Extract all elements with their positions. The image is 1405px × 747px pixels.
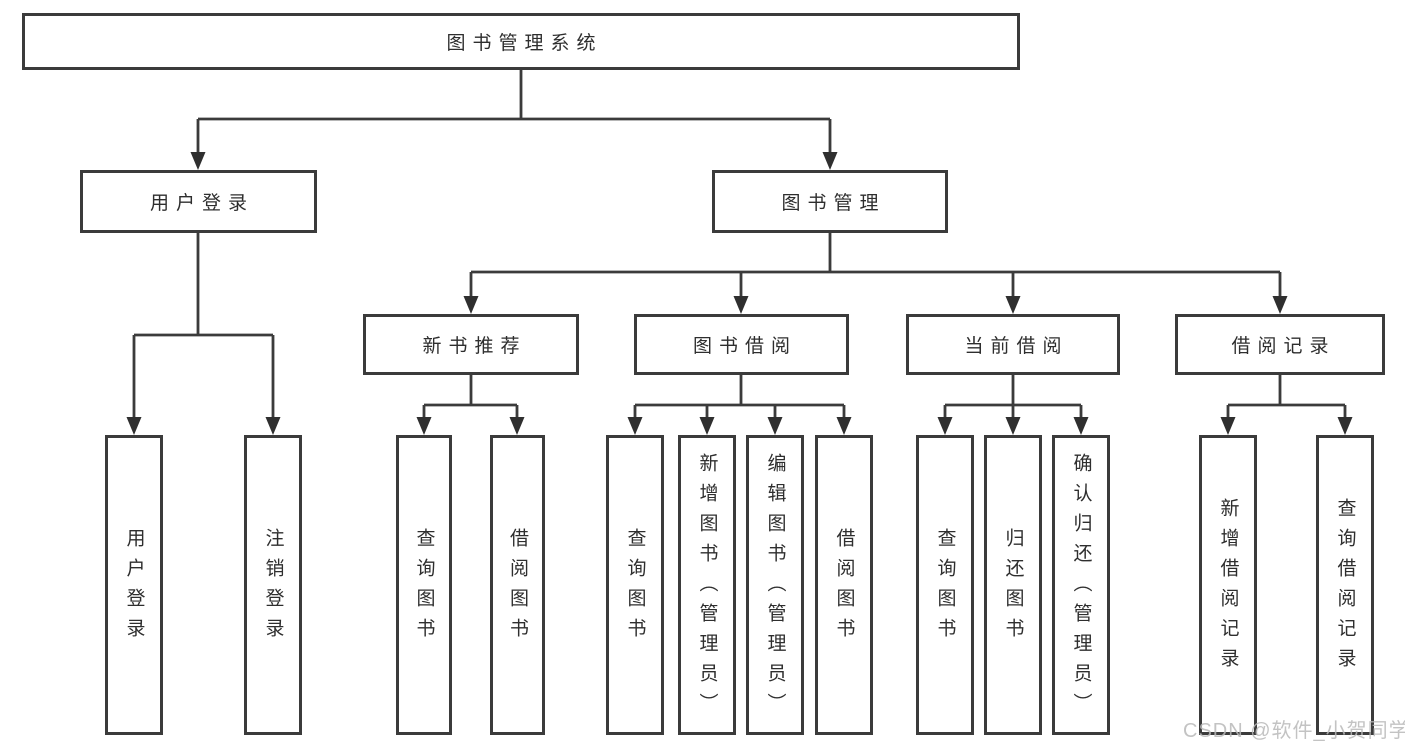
node-label: 用户登录 — [123, 528, 145, 648]
node-book-borrowing: 图书借阅 — [634, 314, 849, 375]
node-label: 新增借阅记录 — [1217, 498, 1239, 678]
node-user-login: 用户登录 — [80, 170, 317, 233]
leaf-borrow-books: 借阅图书 — [815, 435, 873, 735]
node-new-book-recommendation: 新书推荐 — [363, 314, 579, 375]
node-label: 确认归还（管理员） — [1070, 453, 1092, 723]
node-label: 借阅图书 — [833, 528, 855, 648]
node-label: 借阅图书 — [507, 528, 528, 648]
leaf-add-books-admin: 新增图书（管理员） — [678, 435, 736, 735]
node-label: 图书借阅 — [692, 336, 797, 357]
leaf-query-borrow-record: 查询借阅记录 — [1316, 435, 1374, 735]
leaf-query-books-recommend: 查询图书 — [396, 435, 452, 735]
node-label: 查询图书 — [934, 528, 956, 648]
leaf-user-login: 用户登录 — [105, 435, 163, 735]
leaf-edit-books-admin: 编辑图书（管理员） — [746, 435, 804, 735]
node-label: 编辑图书（管理员） — [764, 453, 786, 723]
node-label: 图书管理系统 — [446, 33, 603, 54]
csdn-watermark: CSDN @软件_小贺同学 — [1183, 720, 1405, 742]
leaf-return-books: 归还图书 — [984, 435, 1042, 735]
node-current-borrowing: 当前借阅 — [906, 314, 1120, 375]
node-label: 查询图书 — [413, 528, 435, 648]
leaf-query-books-current: 查询图书 — [916, 435, 974, 735]
leaf-query-books-borrowing: 查询图书 — [606, 435, 664, 735]
node-label: 当前借阅 — [964, 336, 1069, 357]
node-label: 新增图书（管理员） — [696, 453, 718, 723]
node-label: 新书推荐 — [422, 336, 527, 357]
node-label: 借阅记录 — [1231, 336, 1336, 357]
node-label: 查询借阅记录 — [1334, 498, 1356, 678]
node-label: 注销登录 — [262, 528, 284, 648]
arrowhead-group — [126, 152, 1353, 435]
node-borrowing-records: 借阅记录 — [1175, 314, 1385, 375]
node-label: 归还图书 — [1002, 528, 1024, 648]
leaf-logout: 注销登录 — [244, 435, 302, 735]
node-library-management-system: 图书管理系统 — [22, 13, 1020, 70]
leaf-add-borrow-record: 新增借阅记录 — [1199, 435, 1257, 735]
node-label: 用户登录 — [149, 193, 254, 214]
node-label: 图书管理 — [781, 193, 886, 214]
leaf-borrow-books-recommend: 借阅图书 — [490, 435, 545, 735]
node-label: 查询图书 — [624, 528, 646, 648]
node-book-management: 图书管理 — [712, 170, 948, 233]
leaf-confirm-return-admin: 确认归还（管理员） — [1052, 435, 1110, 735]
